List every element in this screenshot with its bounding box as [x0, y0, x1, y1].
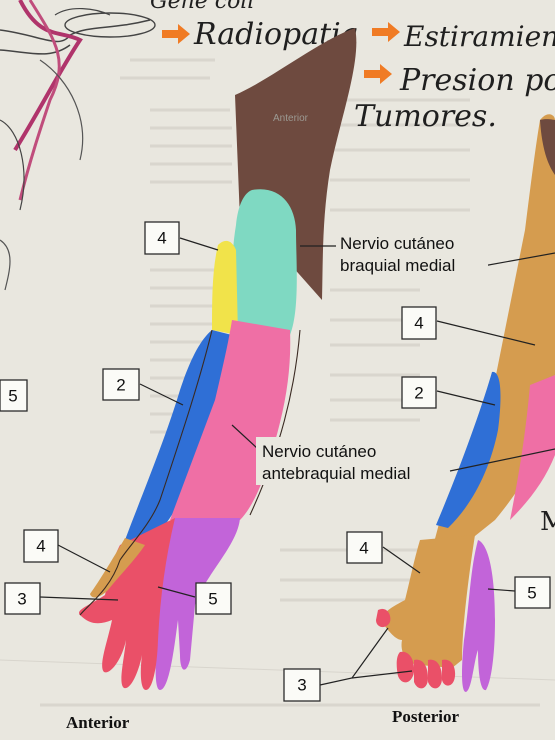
label-nervio-braquial-medial: Nervio cutáneo braquial medial — [336, 229, 488, 277]
note-presion: Presion por — [399, 63, 555, 98]
svg-text:5: 5 — [527, 584, 536, 603]
svg-text:5: 5 — [208, 590, 217, 609]
svg-text:4: 4 — [359, 539, 368, 558]
svg-text:5: 5 — [8, 387, 17, 406]
tag-posterior-3: 3 — [284, 669, 320, 701]
svg-text:3: 3 — [297, 676, 306, 695]
tag-posterior-4-upper: 4 — [402, 307, 436, 339]
tag-posterior-4-lower: 4 — [347, 532, 382, 563]
tag-posterior-2: 2 — [402, 377, 436, 408]
svg-text:4: 4 — [157, 229, 166, 248]
tag-anterior-5-left: 5 — [0, 380, 27, 411]
tag-anterior-5: 5 — [196, 583, 231, 614]
tag-anterior-4-upper: 4 — [145, 222, 179, 254]
note-tumores: Tumores. — [354, 99, 497, 134]
svg-text:2: 2 — [414, 384, 423, 403]
svg-text:Nervio cutáneo: Nervio cutáneo — [340, 234, 454, 253]
svg-text:Nervio cutáneo: Nervio cutáneo — [262, 442, 376, 461]
label-right-edge-letter: M — [540, 507, 555, 537]
tag-anterior-4-lower: 4 — [24, 530, 58, 562]
caption-anterior: Anterior — [66, 713, 130, 732]
tag-anterior-2: 2 — [103, 369, 139, 400]
svg-text:antebraquial medial: antebraquial medial — [262, 464, 410, 483]
svg-text:2: 2 — [116, 376, 125, 395]
note-top-fragment: Gene coll — [150, 0, 254, 14]
svg-text:braquial medial: braquial medial — [340, 256, 455, 275]
label-anterior-top: Anterior — [273, 113, 309, 124]
caption-posterior: Posterior — [392, 707, 459, 726]
region-teal — [232, 189, 296, 335]
tag-anterior-3: 3 — [5, 583, 40, 614]
label-nervio-antebraquial-medial: Nervio cutáneo antebraquial medial — [256, 437, 442, 485]
note-estiramiento: Estiramien — [403, 20, 555, 53]
svg-text:3: 3 — [17, 590, 26, 609]
svg-text:4: 4 — [414, 314, 423, 333]
tag-posterior-5: 5 — [515, 577, 550, 608]
svg-text:4: 4 — [36, 537, 45, 556]
